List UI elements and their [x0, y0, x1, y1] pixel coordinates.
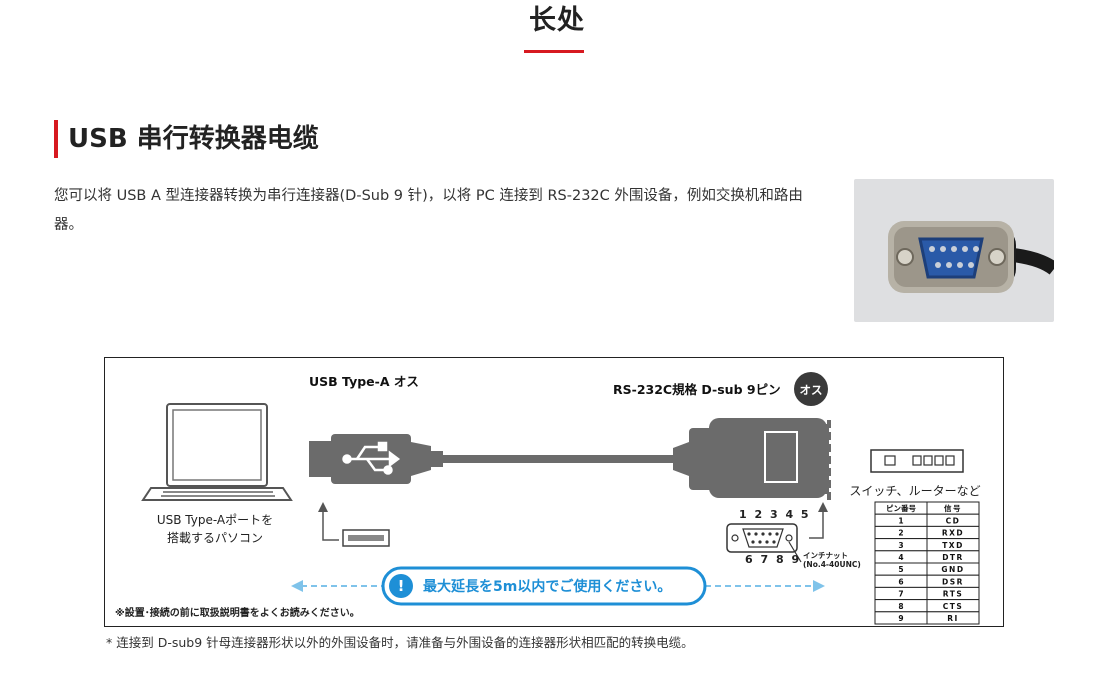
pc-label-line2: 搭載するパソコン [167, 531, 263, 545]
heading-underline [524, 50, 584, 53]
pin-table-row: 8 CTS [874, 599, 980, 613]
pin-table-row: 7 RTS [874, 586, 980, 601]
usb-port-icon [318, 502, 390, 547]
pin-table-header: ピン番号 信号 [874, 501, 980, 515]
laptop-icon [141, 403, 293, 501]
page-heading-block: 长处 [0, 0, 1114, 38]
screw-label-line1: インチナット [803, 551, 848, 560]
pc-label-line1: USB Type-Aポートを [157, 513, 273, 527]
warning-icon [389, 574, 413, 598]
page-heading: 长处 [529, 5, 585, 36]
pin-table-row: 5 GND [874, 562, 980, 576]
pin-table-row: 9 RI [874, 611, 980, 625]
length-warning-text: 最大延長を5m以内でご使用ください。 [423, 578, 671, 595]
manual-note: ※設置･接続の前に取扱説明書をよくお読みください。 [115, 606, 360, 619]
dsub-pinout-icon [726, 502, 828, 563]
pins-bottom-label: 6 7 8 9 [745, 553, 801, 566]
male-badge-label: オス [800, 383, 823, 397]
dsub-connector-icon [673, 418, 831, 500]
pin-table-cell: GND [941, 565, 964, 574]
pin-table-cell: 3 [898, 541, 903, 550]
section-title: USB 串行转换器电缆 [54, 120, 319, 158]
pin-table-cell: CD [946, 516, 961, 525]
pin-table-cell: TXD [942, 541, 964, 550]
pin-table: ピン番号 信号 1 CD 2 RXD 3 TXD 4 DTR 5 GND 6 DSR 7 RTS 8 CTS 9 RI [874, 501, 980, 625]
usb-plug-icon [309, 434, 443, 484]
pin-table-row: 3 TXD [874, 538, 980, 552]
pin-table-cell: DTR [942, 553, 964, 562]
pins-top-label: 1 2 3 4 5 [739, 508, 811, 521]
pin-table-cell: 9 [898, 614, 903, 623]
pin-table-cell: 信号 [944, 503, 962, 513]
cable-line [443, 455, 673, 463]
section-description: 您可以将 USB A 型连接器转换为串行连接器(D-Sub 9 针)，以将 PC… [54, 188, 803, 233]
svg-text:!: ! [398, 577, 405, 595]
usb-type-a-label: USB Type-A オス [309, 374, 419, 389]
pin-table-cell: RTS [943, 590, 963, 599]
pin-table-cell: RI [947, 614, 959, 623]
pin-table-cell: 4 [898, 553, 903, 562]
pin-table-cell: 5 [898, 565, 903, 574]
pin-table-cell: RXD [942, 529, 964, 538]
device-label: スイッチ、ルーターなど [849, 484, 980, 498]
pin-table-row: 1 CD [874, 513, 980, 527]
footnote: * 连接到 D-sub9 针母连接器形状以外的外围设备时，请准备与外围设备的连接… [106, 635, 694, 650]
pin-table-cell: 6 [898, 577, 903, 586]
length-warning-box [381, 566, 707, 606]
pin-table-cell: 8 [898, 602, 903, 611]
pin-table-cell: 1 [898, 516, 903, 525]
pin-table-cell: 2 [898, 529, 903, 538]
pin-table-row: 6 DSR [874, 574, 980, 588]
pin-table-cell: CTS [943, 602, 964, 611]
rs232c-label: RS-232C規格 D-sub 9ピン [613, 382, 781, 397]
length-arrow [291, 580, 825, 592]
pin-table-row: 4 DTR [874, 550, 980, 564]
pin-table-cell: ピン番号 [886, 503, 916, 513]
product-photo [854, 179, 1059, 322]
connection-diagram: USB Type-Aポートを 搭載するパソコン USB Type-A オス [104, 357, 1004, 627]
screw-label-line2: (No.4-40UNC) [803, 560, 861, 569]
pin-table-cell: 7 [898, 590, 903, 599]
pin-table-cell: DSR [942, 577, 964, 586]
router-icon [870, 449, 964, 473]
usb-symbol-icon [342, 441, 401, 475]
pin-table-row: 2 RXD [874, 525, 980, 540]
male-badge [794, 372, 828, 406]
